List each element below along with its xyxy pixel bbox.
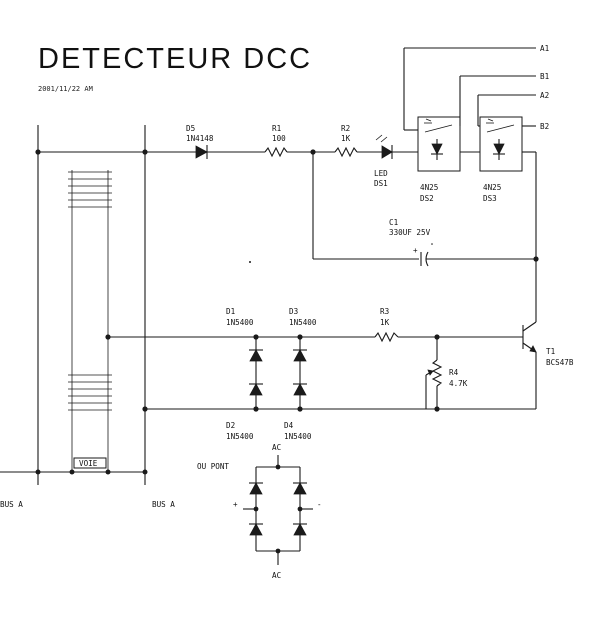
d4-value: 1N5400	[284, 432, 312, 441]
d1-value: 1N5400	[226, 318, 254, 327]
output-wires	[403, 47, 539, 322]
t1-value: BCS47B	[546, 358, 574, 367]
schematic-date: 2001/11/22 AM	[38, 85, 93, 93]
ds2-part: 4N25	[420, 183, 438, 192]
top-signal-path	[35, 134, 425, 159]
optocoupler-ds3	[479, 116, 523, 172]
ac-bottom-label: AC	[272, 571, 281, 580]
alternative-bridge	[243, 455, 313, 565]
r2-ref: R2	[341, 124, 350, 133]
diode-stack-and-transistor	[105, 321, 537, 412]
d3-value: 1N5400	[289, 318, 317, 327]
led-label: LED	[374, 169, 388, 178]
d2-ref: D2	[226, 421, 235, 430]
track-bus	[0, 125, 148, 485]
r3-value: 1K	[380, 318, 390, 327]
r2-value: 1K	[341, 134, 351, 143]
schematic-title: DETECTEUR DCC	[38, 43, 312, 75]
ac-top-label: AC	[272, 443, 281, 452]
r4-value: 4.7K	[449, 379, 468, 388]
d5-value: 1N4148	[186, 134, 214, 143]
bus-a-left-label: BUS A	[0, 500, 23, 509]
optocoupler-ds2	[417, 116, 461, 172]
c1-plus: +	[413, 246, 418, 255]
t1-ref: T1	[546, 347, 556, 356]
d1-ref: D1	[226, 307, 236, 316]
r3-ref: R3	[380, 307, 389, 316]
ds3-ref: DS3	[483, 194, 497, 203]
r4-ref: R4	[449, 368, 459, 377]
ou-pont-label: OU PONT	[197, 462, 229, 471]
stray-dot	[431, 243, 433, 245]
b2-label: B2	[540, 122, 549, 131]
b1-label: B1	[540, 72, 550, 81]
d3-ref: D3	[289, 307, 298, 316]
ds1-ref: DS1	[374, 179, 388, 188]
d2-value: 1N5400	[226, 432, 254, 441]
bus-a-right-label: BUS A	[152, 500, 175, 509]
a1-label: A1	[540, 44, 550, 53]
c1-value: 330UF 25V	[389, 228, 431, 237]
d5-ref: D5	[186, 124, 195, 133]
ds3-part: 4N25	[483, 183, 501, 192]
d4-ref: D4	[284, 421, 294, 430]
r1-ref: R1	[272, 124, 282, 133]
stray-dot	[249, 261, 251, 263]
bridge-plus-label: +	[233, 500, 238, 509]
bridge-minus-label: -	[317, 500, 322, 509]
r1-value: 100	[272, 134, 286, 143]
capacitor-c1	[312, 152, 536, 267]
c1-ref: C1	[389, 218, 399, 227]
voie-label: VOIE	[79, 459, 98, 468]
ds2-ref: DS2	[420, 194, 434, 203]
a2-label: A2	[540, 91, 549, 100]
